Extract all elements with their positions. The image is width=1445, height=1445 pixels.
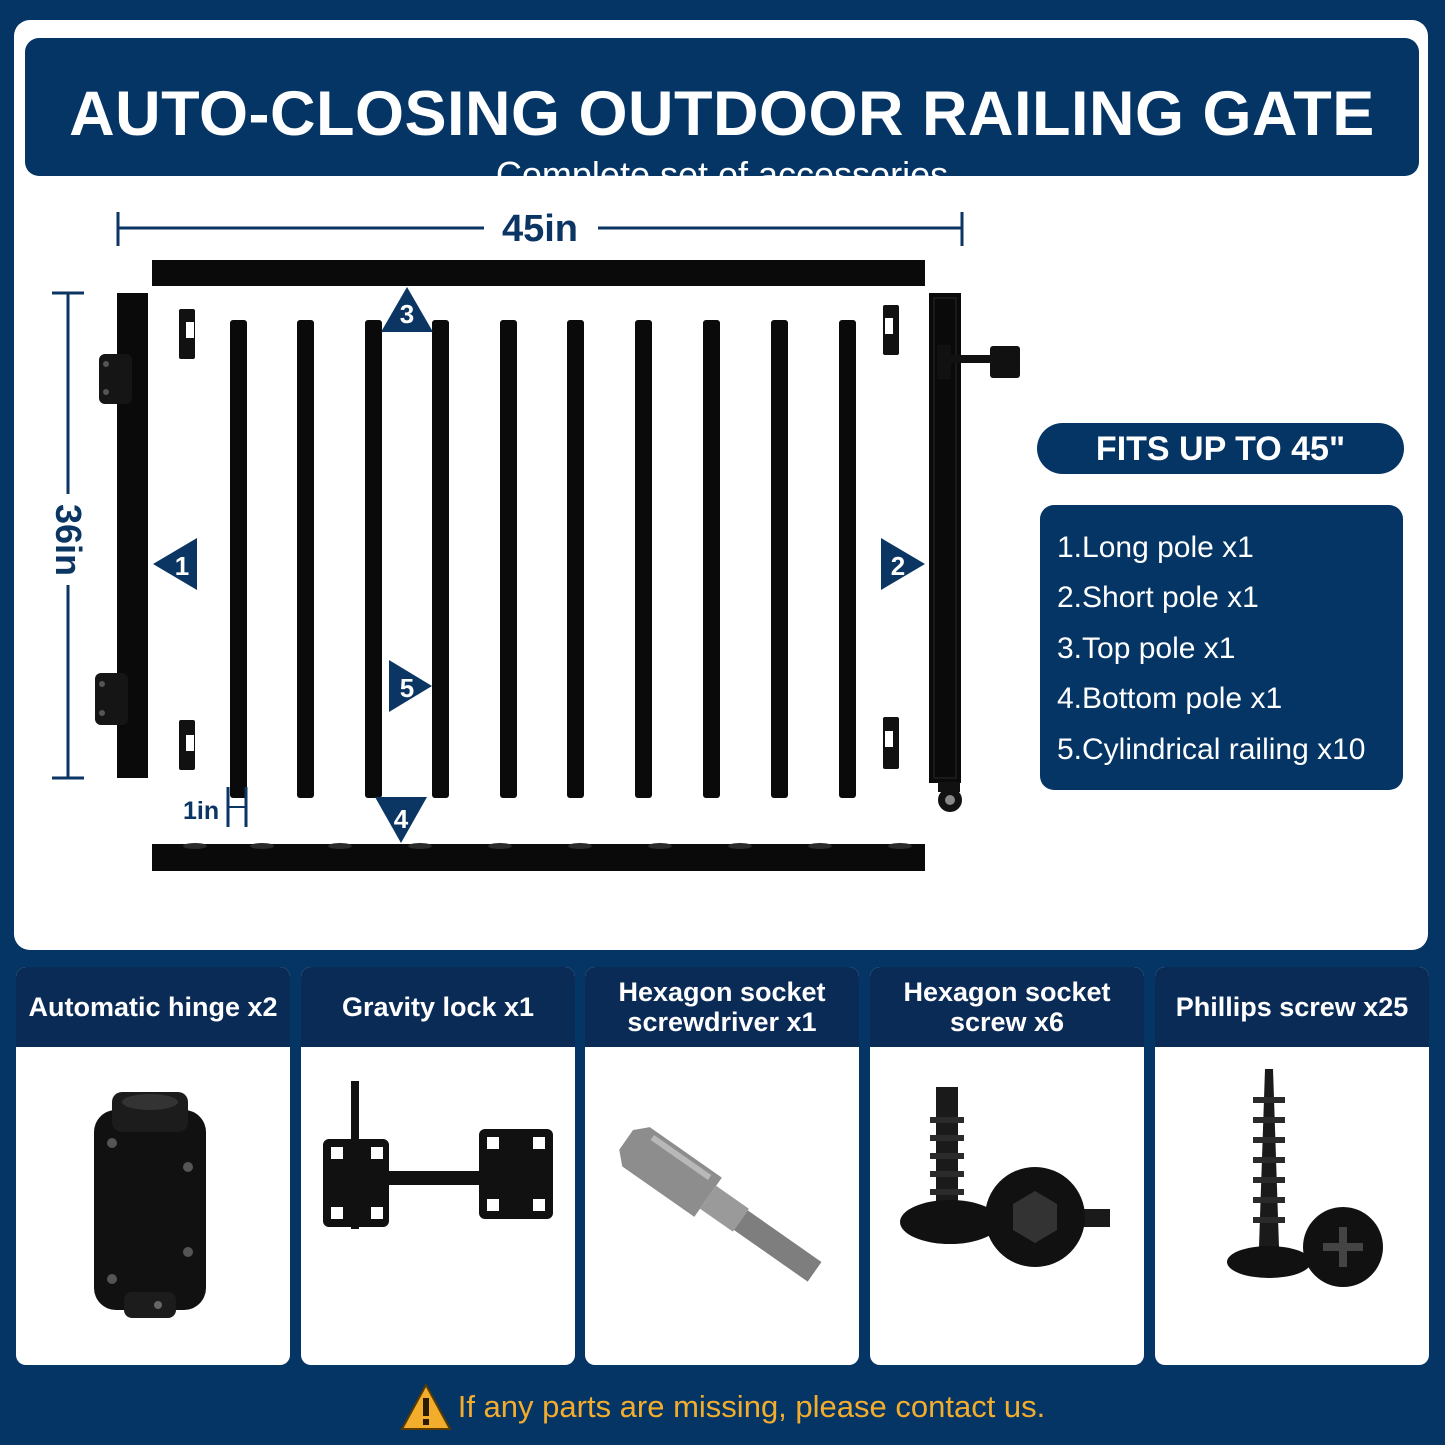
accessory-card-screwdriver: Hexagon socket screwdriver x1 <box>585 967 859 1365</box>
header-banner: AUTO-CLOSING OUTDOOR RAILING GATE Comple… <box>25 38 1419 195</box>
railing <box>771 320 788 798</box>
width-label: 45in <box>502 208 578 250</box>
accessory-label: Gravity lock x1 <box>301 967 575 1047</box>
width-dimension: 45in <box>116 208 964 250</box>
accessory-card-gravity-lock: Gravity lock x1 <box>301 967 575 1365</box>
hinge-icon <box>94 1092 206 1318</box>
part-item: 2.Short pole x1 <box>1057 581 1259 614</box>
marker-4: 4 <box>375 797 427 843</box>
bottom-pole-holes <box>183 843 912 849</box>
accessory-card-hex-screw: Hexagon socket screw x6 <box>870 967 1144 1365</box>
accessory-card-phillips-screw: Phillips screw x25 <box>1155 967 1429 1365</box>
railing <box>432 320 449 798</box>
svg-text:1: 1 <box>175 551 189 581</box>
hinge-top <box>99 354 132 404</box>
svg-text:2: 2 <box>891 551 905 581</box>
accessory-label: Hexagon socket screwdriver x1 <box>585 967 859 1047</box>
page-subtitle: Complete set of accessories <box>495 154 949 195</box>
railing <box>230 320 247 798</box>
marker-1: 1 <box>153 538 197 590</box>
hex-screw-icon <box>900 1087 1110 1267</box>
page-title: AUTO-CLOSING OUTDOOR RAILING GATE <box>69 79 1375 149</box>
svg-text:3: 3 <box>400 299 414 329</box>
top-pole <box>152 260 925 286</box>
hinge-bottom <box>95 673 128 725</box>
gate-diagram: 45in 36in <box>48 208 1020 871</box>
accessory-label: Phillips screw x25 <box>1155 967 1429 1047</box>
railing <box>297 320 314 798</box>
part-item: 5.Cylindrical railing x10 <box>1057 733 1366 766</box>
marker-5: 5 <box>389 660 432 712</box>
warning-icon <box>400 1382 452 1430</box>
accessory-label: Hexagon socket screw x6 <box>870 967 1144 1047</box>
rail-brackets <box>179 305 899 770</box>
missing-parts-notice: If any parts are missing, please contact… <box>0 1380 1445 1434</box>
gate-gravity-lock <box>937 345 1020 379</box>
part-item: 1.Long pole x1 <box>1057 531 1254 564</box>
parts-list: 1.Long pole x1 2.Short pole x1 3.Top pol… <box>1040 505 1403 790</box>
bottom-pole <box>152 844 925 871</box>
height-label: 36in <box>48 504 89 576</box>
part-item: 4.Bottom pole x1 <box>1057 682 1283 715</box>
accessory-card-hinge: Automatic hinge x2 <box>16 967 290 1365</box>
gravity-lock-icon <box>323 1081 553 1229</box>
fits-badge: FITS UP TO 45" <box>1037 423 1404 474</box>
gate-wheel <box>938 782 962 812</box>
railing <box>500 320 517 798</box>
svg-text:4: 4 <box>394 804 409 834</box>
accessory-label: Automatic hinge x2 <box>16 967 290 1047</box>
railing <box>365 320 382 798</box>
svg-text:5: 5 <box>400 673 414 703</box>
screwdriver-bit-icon <box>619 1127 822 1282</box>
short-pole-inner <box>933 297 957 779</box>
cylindrical-railings <box>230 320 856 798</box>
marker-2: 2 <box>881 538 925 590</box>
gap-dimension: 1in <box>183 787 248 827</box>
marker-3: 3 <box>381 287 433 332</box>
railing <box>703 320 720 798</box>
railing <box>839 320 856 798</box>
railing <box>567 320 584 798</box>
railing <box>635 320 652 798</box>
gap-label: 1in <box>183 797 219 825</box>
height-dimension: 36in <box>48 291 89 780</box>
phillips-screw-icon <box>1227 1069 1383 1287</box>
part-item: 3.Top pole x1 <box>1057 632 1236 665</box>
warning-text: If any parts are missing, please contact… <box>457 1389 1046 1424</box>
